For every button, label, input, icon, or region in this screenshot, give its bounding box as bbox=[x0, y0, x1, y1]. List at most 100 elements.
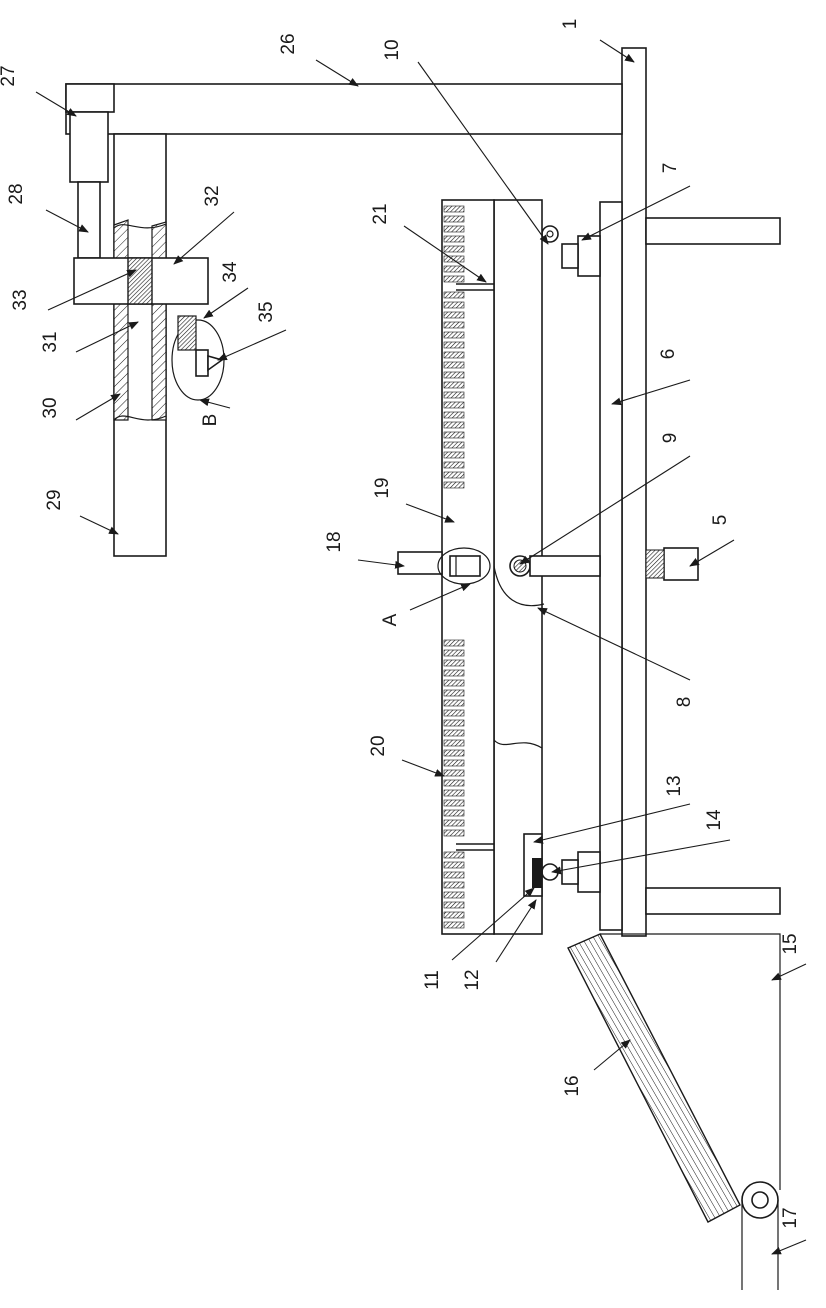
platform-tooth bbox=[444, 680, 464, 686]
platform-tooth bbox=[444, 690, 464, 696]
sleeve-left-hatch bbox=[114, 220, 128, 420]
platform-tooth bbox=[444, 372, 464, 378]
chute-pulley-hub bbox=[752, 1192, 768, 1208]
platform-tooth bbox=[444, 362, 464, 368]
callout-label-35: 35 bbox=[256, 301, 277, 322]
mount-upper-bolt bbox=[562, 244, 578, 268]
platform-tooth bbox=[444, 912, 464, 918]
platform-tooth bbox=[444, 750, 464, 756]
platform-tooth bbox=[444, 452, 464, 458]
platform-tooth bbox=[444, 472, 464, 478]
platform-tooth bbox=[444, 332, 464, 338]
platform-tooth bbox=[444, 660, 464, 666]
platform-tooth bbox=[444, 462, 464, 468]
platform-tooth bbox=[444, 852, 464, 858]
clamp-pad bbox=[532, 858, 542, 888]
platform-tooth bbox=[444, 392, 464, 398]
callout-label-29: 29 bbox=[44, 489, 65, 510]
platform-tooth bbox=[444, 276, 464, 282]
platform-tooth bbox=[444, 226, 464, 232]
callout-leader-34 bbox=[204, 288, 248, 318]
support-leg-upper bbox=[646, 218, 780, 244]
callout-leader-29 bbox=[80, 516, 118, 534]
support-leg-lower bbox=[646, 888, 780, 914]
callout-label-30: 30 bbox=[40, 397, 61, 418]
platform-tooth bbox=[444, 902, 464, 908]
callout-label-1: 1 bbox=[560, 19, 581, 30]
platform-tooth bbox=[444, 922, 464, 928]
callout-label-27: 27 bbox=[0, 65, 19, 86]
platform-tooth bbox=[444, 730, 464, 736]
callout-label-18: 18 bbox=[324, 531, 345, 552]
platform-tooth bbox=[444, 382, 464, 388]
pivot-lower bbox=[542, 864, 558, 880]
callout-label-21: 21 bbox=[370, 203, 391, 224]
callout-label-19: 19 bbox=[372, 477, 393, 498]
callout-label-26: 26 bbox=[278, 33, 299, 54]
callout-label-33: 33 bbox=[10, 289, 31, 310]
callout-label-A: A bbox=[380, 613, 401, 626]
platform-tooth bbox=[444, 402, 464, 408]
roller-post bbox=[530, 556, 600, 576]
gantry-arm bbox=[66, 84, 622, 134]
platform-tooth bbox=[444, 312, 464, 318]
platform-tooth bbox=[444, 342, 464, 348]
callout-label-13: 13 bbox=[664, 775, 685, 796]
platform-tooth bbox=[444, 862, 464, 868]
spring-unit bbox=[178, 316, 196, 350]
callout-leader-35 bbox=[218, 330, 286, 360]
callout-label-16: 16 bbox=[562, 1075, 583, 1096]
platform-tooth bbox=[444, 670, 464, 676]
callout-label-B: B bbox=[200, 414, 221, 427]
platform-tooth bbox=[444, 790, 464, 796]
platform-tooth bbox=[444, 442, 464, 448]
callout-label-5: 5 bbox=[710, 515, 731, 526]
platform-tooth bbox=[444, 292, 464, 298]
callout-label-28: 28 bbox=[6, 183, 27, 204]
callout-label-34: 34 bbox=[220, 261, 241, 283]
platform-tooth bbox=[444, 266, 464, 272]
callout-label-11: 11 bbox=[422, 970, 443, 990]
platform-tooth bbox=[444, 482, 464, 488]
platform-tooth bbox=[444, 872, 464, 878]
callout-label-6: 6 bbox=[658, 349, 679, 360]
platform-tooth bbox=[444, 302, 464, 308]
callout-label-8: 8 bbox=[674, 697, 695, 708]
callout-leader-20 bbox=[402, 760, 444, 776]
motor-fins bbox=[646, 550, 664, 578]
callout-label-12: 12 bbox=[462, 969, 483, 990]
callout-label-17: 17 bbox=[780, 1207, 801, 1228]
callout-leader-32 bbox=[174, 212, 234, 264]
platform-tooth bbox=[444, 256, 464, 262]
callout-leader-17 bbox=[772, 1240, 806, 1254]
callout-leader-26 bbox=[316, 60, 358, 86]
callout-label-9: 9 bbox=[660, 433, 681, 444]
platform-tooth bbox=[444, 322, 464, 328]
nozzle-tip bbox=[208, 356, 222, 370]
platform-tooth bbox=[444, 216, 464, 222]
press-head bbox=[450, 556, 480, 576]
platform-tooth bbox=[444, 206, 464, 212]
platform-tooth bbox=[444, 246, 464, 252]
platform-tooth bbox=[444, 412, 464, 418]
chute-slide bbox=[568, 934, 740, 1222]
mount-lower-bolt bbox=[562, 860, 578, 884]
callout-leader-15 bbox=[772, 964, 806, 980]
platform-tooth bbox=[444, 720, 464, 726]
platform-tooth bbox=[444, 700, 464, 706]
platform-tooth bbox=[444, 740, 464, 746]
platform-tooth bbox=[444, 800, 464, 806]
mount-upper-base bbox=[578, 236, 600, 276]
platform-tooth bbox=[444, 780, 464, 786]
callout-leader-B bbox=[200, 400, 230, 408]
callout-label-32: 32 bbox=[202, 185, 223, 206]
platform-tooth bbox=[444, 820, 464, 826]
callout-label-15: 15 bbox=[780, 933, 801, 954]
platform-tooth bbox=[444, 650, 464, 656]
cylinder-rod bbox=[78, 182, 100, 258]
platform-tooth bbox=[444, 760, 464, 766]
platform-tooth bbox=[444, 432, 464, 438]
platform-tooth bbox=[444, 770, 464, 776]
mount-lower-base bbox=[578, 852, 600, 892]
platform-tooth bbox=[444, 830, 464, 836]
